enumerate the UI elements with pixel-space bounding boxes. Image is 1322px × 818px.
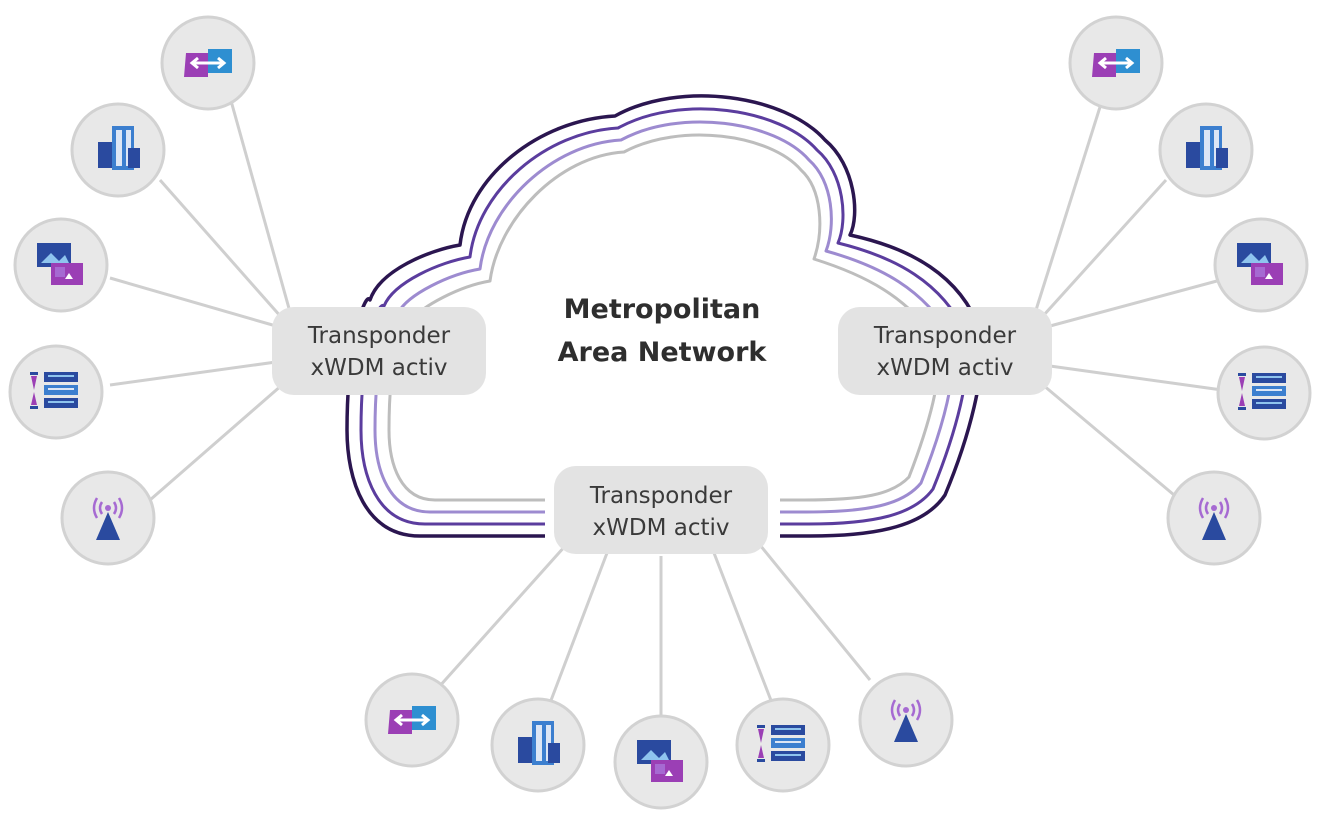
link-left-switch — [226, 89, 292, 313]
right-antenna-node — [1166, 470, 1262, 566]
connection-links — [109, 87, 1229, 720]
switch-icon — [182, 47, 234, 79]
link-bottom-switch — [436, 543, 568, 690]
transponder-left: Transponder xWDM activ — [272, 307, 486, 395]
link-bottom-storage — [712, 552, 774, 704]
link-left-server — [158, 179, 284, 319]
transponder-right: Transponder xWDM activ — [838, 307, 1052, 395]
endpoint-nodes — [8, 15, 1312, 810]
link-right-storage — [1049, 364, 1223, 392]
link-left-storage — [109, 360, 277, 387]
link-bottom-server — [548, 552, 609, 704]
link-right-switch — [1034, 87, 1108, 311]
link-left-antenna — [149, 383, 283, 502]
switch-icon — [1090, 47, 1142, 79]
left-antenna-node — [60, 470, 156, 566]
transponder-right-line1: Transponder — [873, 323, 1017, 349]
transponder-bottom: Transponder xWDM activ — [554, 466, 768, 554]
bottom-switch-node — [364, 672, 460, 768]
transponder-bottom-line1: Transponder — [589, 483, 733, 509]
switch-icon — [386, 704, 438, 736]
right-server-node — [1158, 102, 1254, 198]
bottom-storage-node — [735, 697, 831, 793]
transponder-bottom-line2: xWDM activ — [593, 515, 730, 541]
left-switch-node — [160, 15, 256, 111]
bottom-antenna-node — [858, 672, 954, 768]
left-monitor-node — [13, 217, 109, 313]
left-server-node — [70, 102, 166, 198]
right-storage-node — [1216, 345, 1312, 441]
transponder-left-line2: xWDM activ — [311, 355, 448, 381]
bottom-server-node — [490, 697, 586, 793]
bottom-monitor-node — [613, 714, 709, 810]
right-switch-node — [1068, 15, 1164, 111]
link-right-antenna — [1042, 383, 1181, 502]
link-right-monitor — [1049, 276, 1229, 328]
transponder-right-line2: xWDM activ — [877, 355, 1014, 381]
left-storage-node — [8, 344, 104, 440]
cloud-title-line2: Area Network — [558, 337, 768, 368]
cloud-title-line1: Metropolitan — [564, 294, 761, 325]
transponder-left-line1: Transponder — [307, 323, 451, 349]
right-monitor-node — [1213, 217, 1309, 313]
link-right-server — [1041, 178, 1168, 318]
link-bottom-antenna — [758, 544, 872, 681]
link-left-monitor — [109, 276, 277, 328]
